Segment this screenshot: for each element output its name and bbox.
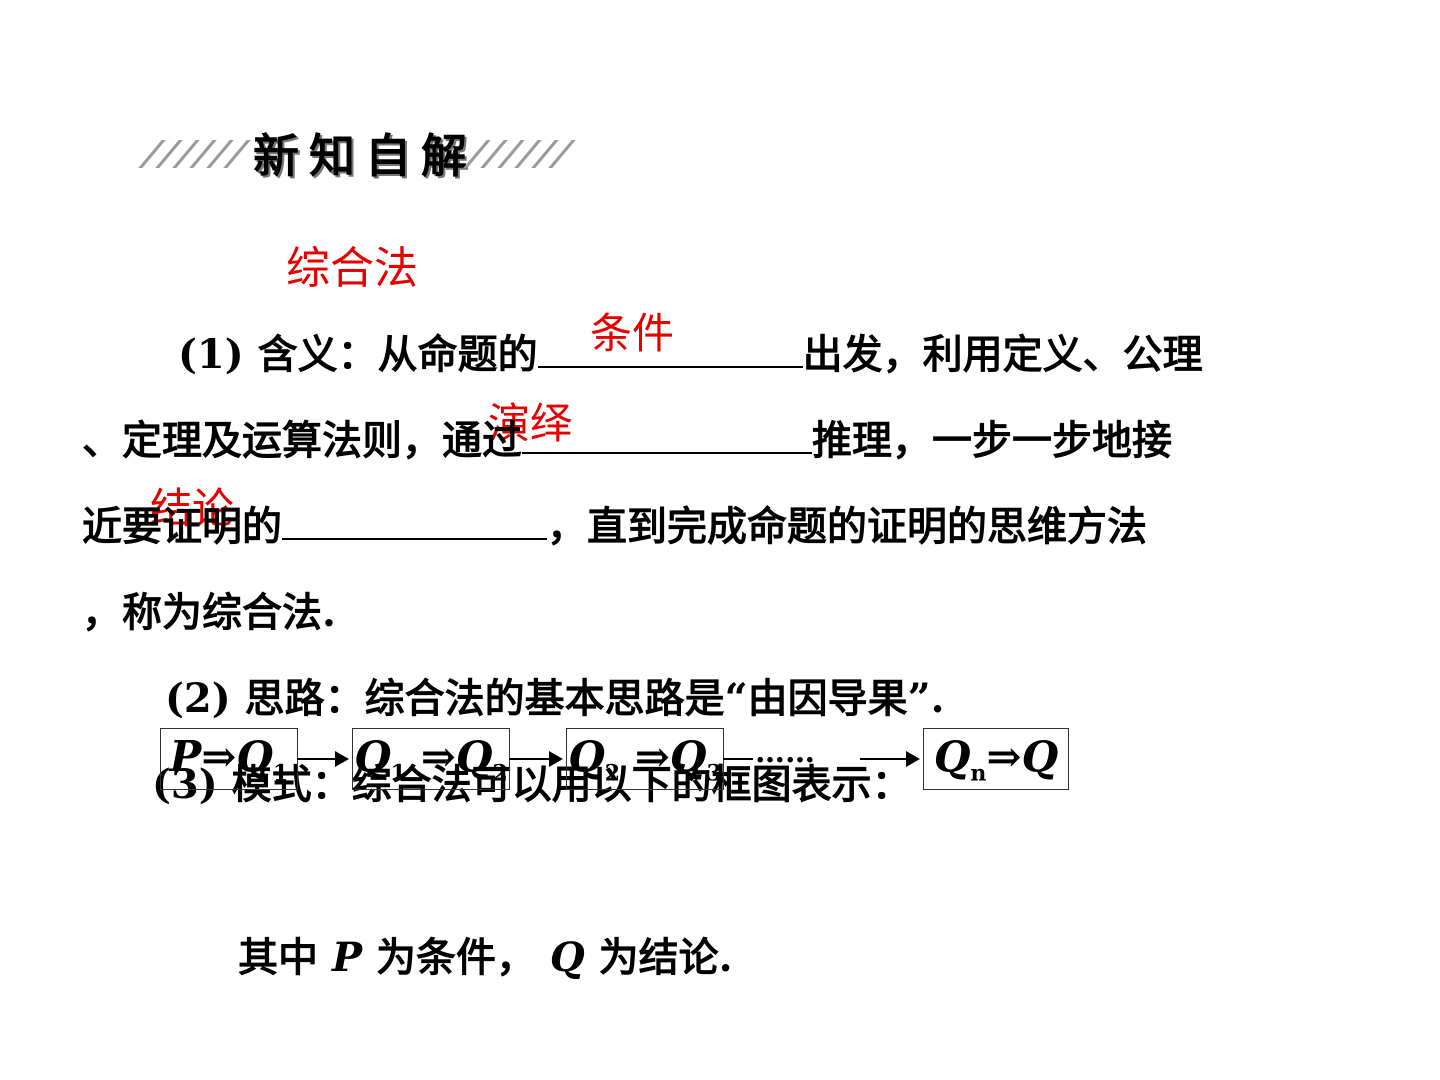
header-left-slashes	[138, 140, 251, 168]
flow-box-2: Q1 ⇒Q2	[352, 728, 510, 790]
item1-prefix: (1) 含义：从命题的	[178, 331, 538, 378]
flow-arrow-1	[297, 758, 335, 760]
item1-mid1: 出发，利用定义、公理	[802, 331, 1203, 378]
item1-line4: ，称为综合法.	[82, 589, 336, 636]
flow-arrow-3	[723, 758, 753, 760]
flow-arrowhead-1	[335, 751, 349, 767]
note-line: 其中 P 为条件， Q 为结论.	[238, 925, 733, 983]
note-part3: 为结论.	[598, 934, 733, 981]
flow-arrow-2	[509, 758, 549, 760]
item1-mid3: ，直到完成命题的证明的思维方法	[547, 503, 1147, 550]
note-part1: 其中	[238, 934, 318, 981]
note-part2: 为条件，	[375, 934, 536, 981]
var-q: Q	[549, 934, 585, 981]
section-title: 新知自解	[253, 129, 477, 183]
flow-arrowhead-2	[549, 751, 563, 767]
var-p: P	[331, 934, 363, 981]
answer-conclusion: 结论	[150, 484, 235, 533]
flow-box-3: Q2 ⇒Q3	[566, 728, 724, 790]
flow-box-4: Qn⇒Q	[923, 728, 1069, 790]
blank-2	[522, 416, 812, 454]
flow-arrow-4	[860, 758, 906, 760]
answer-condition: 条件	[590, 309, 675, 358]
header-right-slashes	[463, 140, 576, 168]
item2-text: (2) 思路：综合法的基本思路是“由因导果”.	[165, 675, 945, 722]
item1-line3: 近要证明的 ，直到完成命题的证明的思维方法	[82, 494, 1147, 552]
item1-line1: (1) 含义：从命题的 出发，利用定义、公理	[178, 322, 1203, 380]
flow-ellipsis: ……	[755, 735, 815, 770]
item1-line2: 、定理及运算法则，通过 推理，一步一步地接	[82, 408, 1172, 466]
item1-mid2: 推理，一步一步地接	[812, 417, 1172, 464]
method-heading: 综合法	[286, 243, 418, 294]
flow-box-1: P⇒Q1	[160, 728, 298, 790]
flow-arrowhead-4	[906, 751, 920, 767]
item3-text: (3) 模式：综合法可以用以下的框图表示：	[152, 761, 912, 808]
blank-1	[537, 330, 803, 368]
blank-3	[282, 502, 547, 540]
item1-line2-start: 、定理及运算法则，通过	[82, 417, 522, 464]
item1-line3-start: 近要证明的	[82, 503, 282, 550]
answer-deduction: 演绎	[488, 399, 573, 448]
